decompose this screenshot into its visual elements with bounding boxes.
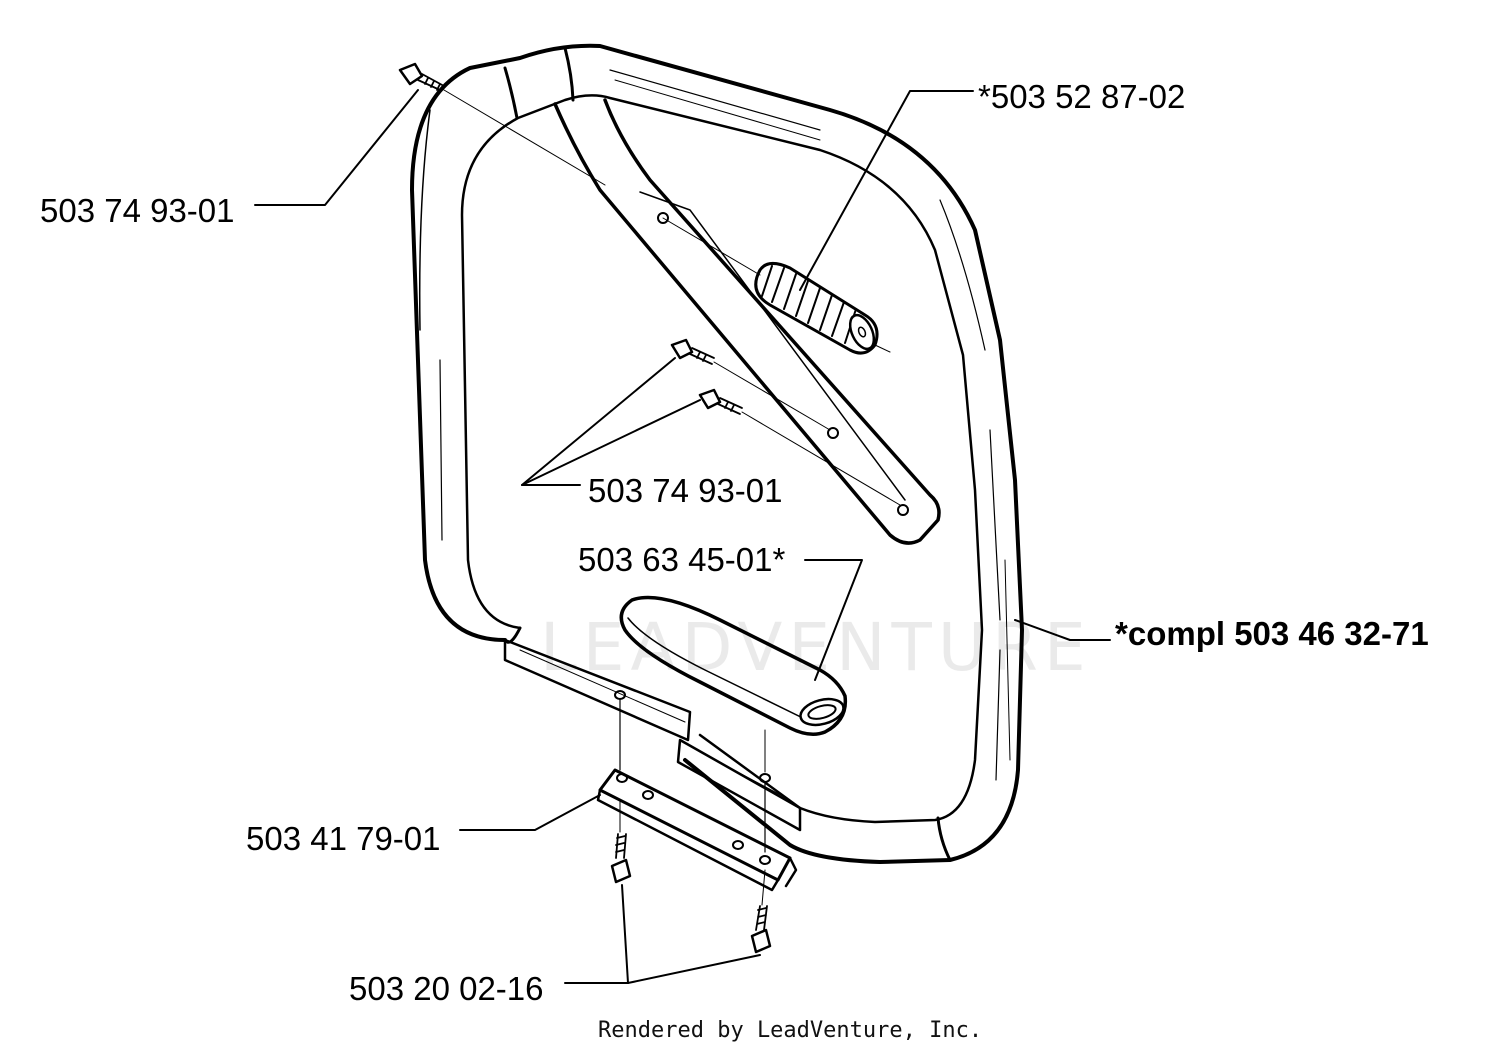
label-clamp-plate: 503 41 79-01 <box>246 820 441 857</box>
label-bolts-middle: 503 74 93-01 <box>588 472 783 509</box>
bolt-top <box>398 62 606 186</box>
bolt-middle-1 <box>670 338 831 431</box>
footer-credit: Rendered by LeadVenture, Inc. <box>598 1018 983 1043</box>
diagonal-brace <box>553 98 941 545</box>
leader-lines <box>254 89 1111 984</box>
label-handle-complete: *compl 503 46 32-71 <box>1115 615 1429 652</box>
clamp-plate <box>596 690 798 892</box>
screw-bottom-2 <box>750 869 772 954</box>
bolt-middle-2 <box>698 388 901 506</box>
watermark: LEADVENTURE <box>540 609 1092 686</box>
screw-bottom-1 <box>610 799 632 884</box>
label-bolt-top: 503 74 93-01 <box>40 192 235 229</box>
front-handle-tube <box>410 43 1024 864</box>
label-screws-bottom: 503 20 02-16 <box>349 970 544 1007</box>
label-grip-rubber: *503 52 87-02 <box>978 78 1186 115</box>
label-sleeve: 503 63 45-01* <box>578 541 786 578</box>
rubber-grip <box>662 217 891 355</box>
sleeve <box>619 595 848 736</box>
